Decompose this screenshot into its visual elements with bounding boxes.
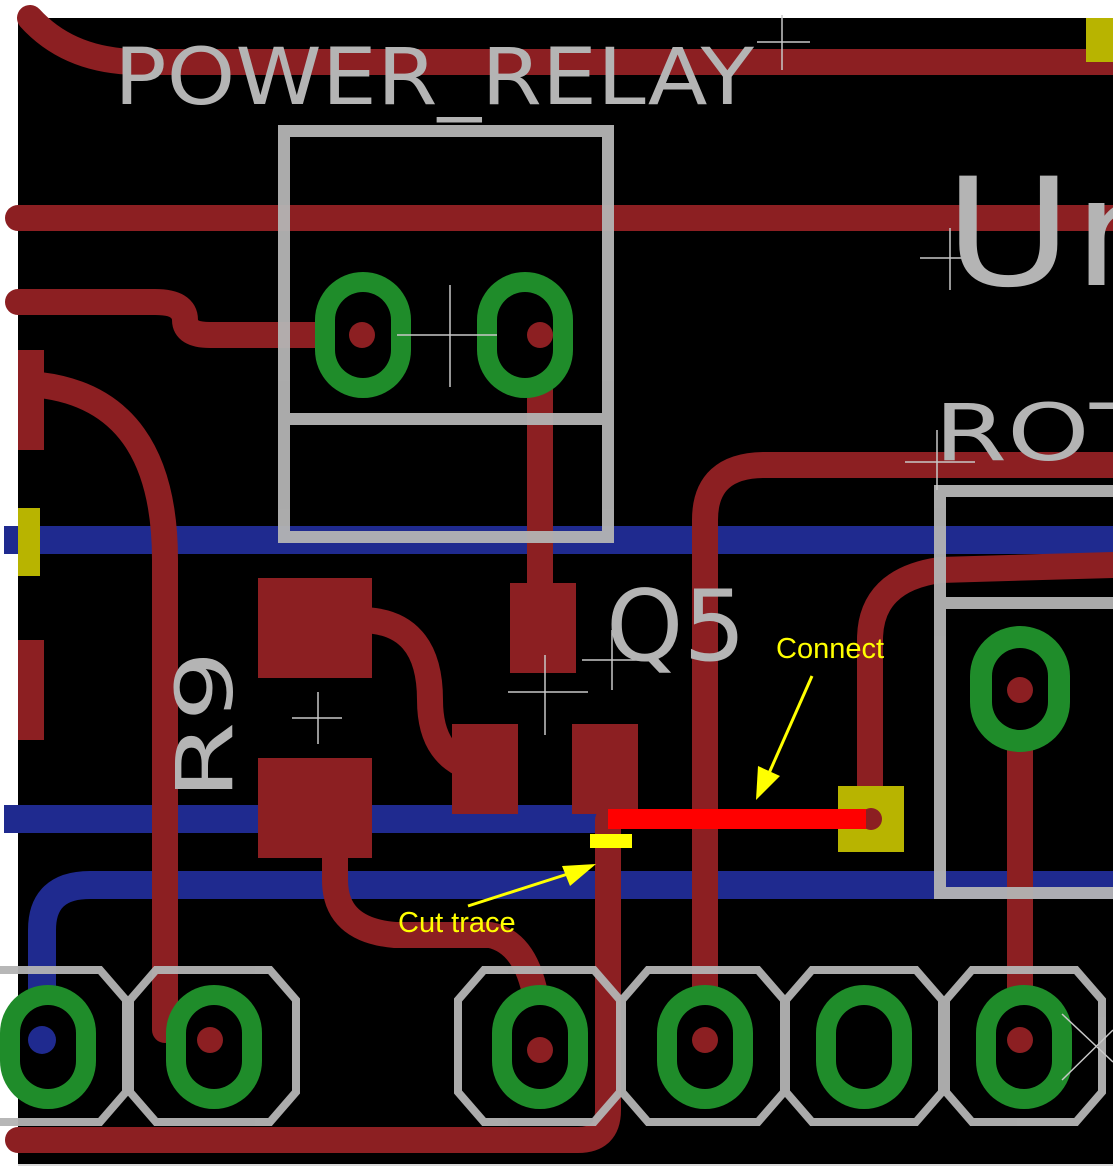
q5-pad-left	[452, 724, 518, 814]
header-pad-2-center	[197, 1027, 223, 1053]
top-trace-header-rot	[692, 452, 1113, 1053]
header-pad-4-center	[692, 1027, 718, 1053]
relay-pad-2-hole	[497, 292, 553, 378]
rot-outline	[934, 485, 1113, 899]
origin-markers	[292, 15, 1113, 1081]
silkscreen-layer	[0, 125, 1113, 1126]
top-trace-relay-pin1	[5, 289, 368, 348]
q5-pad-right	[572, 724, 638, 814]
header-outline	[0, 966, 1106, 1126]
via-pad-top-right	[1086, 18, 1113, 62]
label-power-relay: POWER_RELAY	[114, 33, 754, 123]
q5-pad-top	[510, 583, 576, 673]
smd-pad-left-2	[18, 640, 44, 740]
cut-arrow-shaft	[467, 870, 575, 908]
silkscreen-labels: POWER_RELAY Un ROT Q5 R9	[114, 33, 1113, 800]
relay-outline	[278, 125, 614, 543]
connect-arrow-shaft	[764, 675, 814, 781]
smd-pad-left-1	[18, 350, 44, 450]
label-rot: ROT	[934, 389, 1113, 479]
label-q5: Q5	[606, 570, 746, 684]
r9-pad-top	[258, 578, 372, 678]
relay-pad-1-center	[349, 322, 375, 348]
rot-pad	[970, 626, 1070, 752]
header-pad-3-center	[527, 1037, 553, 1063]
connect-arrow-head	[756, 766, 780, 800]
label-r9: R9	[161, 650, 251, 800]
cut-trace-marker	[590, 834, 632, 848]
label-un: Un	[944, 147, 1113, 321]
rot-pad-center	[1007, 677, 1033, 703]
smd-pads	[18, 350, 638, 858]
top-trace-left-loop	[27, 372, 178, 1043]
r9-pad-bottom	[258, 758, 372, 858]
connect-label: Connect	[776, 633, 884, 665]
relay-pads	[315, 272, 573, 398]
cut-arrow-head	[562, 864, 596, 886]
top-trace-1	[17, 5, 1113, 75]
bottom-trace-lower	[28, 871, 1113, 1054]
cut-trace-label: Cut trace	[398, 907, 516, 939]
via-pad-left	[18, 508, 40, 576]
header-pad-6-center	[1007, 1027, 1033, 1053]
header-pad-5-hole	[836, 1005, 892, 1089]
relay-pad-2-center	[527, 322, 553, 348]
top-trace-via-rot	[857, 552, 1113, 833]
header-pads	[0, 985, 1072, 1109]
modification-annotations: Connect Cut trace	[398, 633, 884, 939]
header-pad-1-center	[28, 1026, 56, 1054]
via-pads	[18, 18, 1113, 852]
